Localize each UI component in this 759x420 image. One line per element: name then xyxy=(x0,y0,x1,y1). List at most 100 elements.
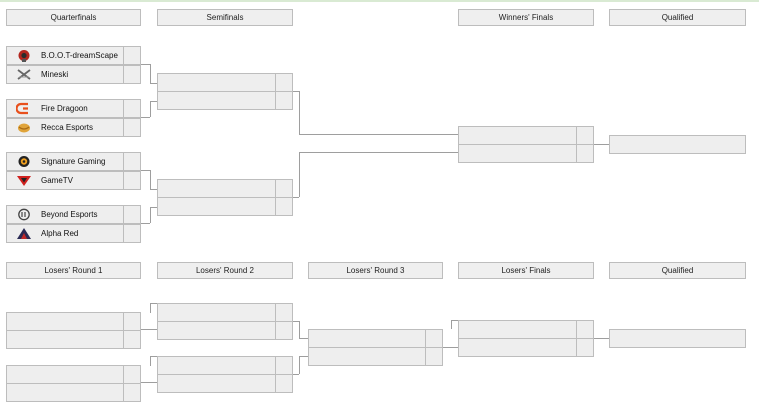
team-slot-gametv[interactable]: GameTV xyxy=(6,171,141,190)
connector xyxy=(299,338,308,339)
score-box xyxy=(123,206,140,223)
connector xyxy=(299,321,300,338)
connector xyxy=(150,83,157,84)
score-box xyxy=(123,366,140,383)
team-name: Fire Dragoon xyxy=(41,104,88,113)
semifinal-1-slot-1[interactable] xyxy=(157,73,293,92)
score-box xyxy=(576,339,593,356)
connector xyxy=(293,374,299,375)
connector xyxy=(299,356,300,374)
beyond-esports-logo-icon xyxy=(18,208,30,221)
score-box xyxy=(123,66,140,83)
score-box xyxy=(275,92,292,109)
score-box xyxy=(275,375,292,392)
team-slot-alpha-red[interactable]: Alpha Red xyxy=(6,224,141,243)
header-winners-finals: Winners' Finals xyxy=(458,9,594,26)
score-box xyxy=(275,180,292,197)
connector xyxy=(299,152,458,153)
header-quarterfinals: Quarterfinals xyxy=(6,9,141,26)
recca-esports-logo-icon xyxy=(18,123,30,133)
connector xyxy=(150,207,157,208)
score-box xyxy=(425,348,442,365)
header-upper-qualified: Qualified xyxy=(609,9,746,26)
semifinal-1-slot-2[interactable] xyxy=(157,91,293,110)
team-slot-mineski[interactable]: Mineski xyxy=(6,65,141,84)
connector xyxy=(451,320,458,321)
losers-final-slot-1[interactable] xyxy=(458,320,594,339)
connector xyxy=(443,347,458,348)
score-box xyxy=(123,384,140,401)
semifinal-2-slot-2[interactable] xyxy=(157,197,293,216)
connector xyxy=(141,64,150,65)
score-box xyxy=(123,331,140,348)
connector xyxy=(299,91,300,134)
losers-r1-match-2-slot-2[interactable] xyxy=(6,383,141,402)
connector xyxy=(150,303,157,304)
score-box xyxy=(275,198,292,215)
connector xyxy=(141,329,157,330)
score-box xyxy=(123,100,140,117)
connector xyxy=(150,101,151,117)
semifinal-2-slot-1[interactable] xyxy=(157,179,293,198)
header-losers-finals: Losers' Finals xyxy=(458,262,594,279)
connector xyxy=(299,356,308,357)
connector xyxy=(299,152,300,197)
connector xyxy=(594,144,609,145)
score-box xyxy=(425,330,442,347)
team-name: Signature Gaming xyxy=(41,157,106,166)
score-box xyxy=(576,321,593,338)
team-slot-signature-gaming[interactable]: Signature Gaming xyxy=(6,152,141,171)
winners-final-slot-1[interactable] xyxy=(458,126,594,145)
team-slot-boot-dreamscape[interactable]: B.O.O.T-dreamScape xyxy=(6,46,141,65)
connector xyxy=(150,64,151,83)
score-box xyxy=(123,47,140,64)
losers-r2-match-1-slot-2[interactable] xyxy=(157,321,293,340)
losers-r1-match-1-slot-1[interactable] xyxy=(6,312,141,331)
losers-final-slot-2[interactable] xyxy=(458,338,594,357)
connector xyxy=(150,101,157,102)
connector xyxy=(150,356,151,366)
losers-r1-match-1-slot-2[interactable] xyxy=(6,330,141,349)
team-name: Beyond Esports xyxy=(41,210,98,219)
top-accent-line xyxy=(0,0,759,2)
score-box xyxy=(275,304,292,321)
connector xyxy=(141,117,150,118)
score-box xyxy=(275,74,292,91)
losers-r2-match-2-slot-1[interactable] xyxy=(157,356,293,375)
connector xyxy=(141,223,150,224)
connector xyxy=(150,189,157,190)
lower-qualified-slot[interactable] xyxy=(609,329,746,348)
header-losers-round-1: Losers' Round 1 xyxy=(6,262,141,279)
score-box xyxy=(576,145,593,162)
team-name: Alpha Red xyxy=(41,229,79,238)
team-name: GameTV xyxy=(41,176,74,185)
connector xyxy=(150,170,151,189)
connector xyxy=(293,197,299,198)
connector xyxy=(150,356,157,357)
alpha-red-logo-icon xyxy=(17,228,31,239)
score-box xyxy=(123,313,140,330)
losers-r2-match-2-slot-2[interactable] xyxy=(157,374,293,393)
score-box xyxy=(123,153,140,170)
losers-r3-slot-2[interactable] xyxy=(308,347,443,366)
score-box xyxy=(275,322,292,339)
fire-dragoon-logo-icon xyxy=(16,102,28,115)
header-semifinals: Semifinals xyxy=(157,9,293,26)
connector xyxy=(299,134,458,135)
gametv-logo-icon xyxy=(17,176,31,186)
score-box xyxy=(123,225,140,242)
score-box xyxy=(123,119,140,136)
team-slot-beyond-esports[interactable]: Beyond Esports xyxy=(6,205,141,224)
losers-r3-slot-1[interactable] xyxy=(308,329,443,348)
upper-qualified-slot[interactable] xyxy=(609,135,746,154)
team-name: Mineski xyxy=(41,70,69,79)
losers-r1-match-2-slot-1[interactable] xyxy=(6,365,141,384)
team-slot-fire-dragoon[interactable]: Fire Dragoon xyxy=(6,99,141,118)
header-losers-round-3: Losers' Round 3 xyxy=(308,262,443,279)
winners-final-slot-2[interactable] xyxy=(458,144,594,163)
header-lower-qualified: Qualified xyxy=(609,262,746,279)
team-name: B.O.O.T-dreamScape xyxy=(41,51,118,60)
losers-r2-match-1-slot-1[interactable] xyxy=(157,303,293,322)
signature-gaming-logo-icon xyxy=(18,156,30,167)
team-slot-recca-esports[interactable]: Recca Esports xyxy=(6,118,141,137)
